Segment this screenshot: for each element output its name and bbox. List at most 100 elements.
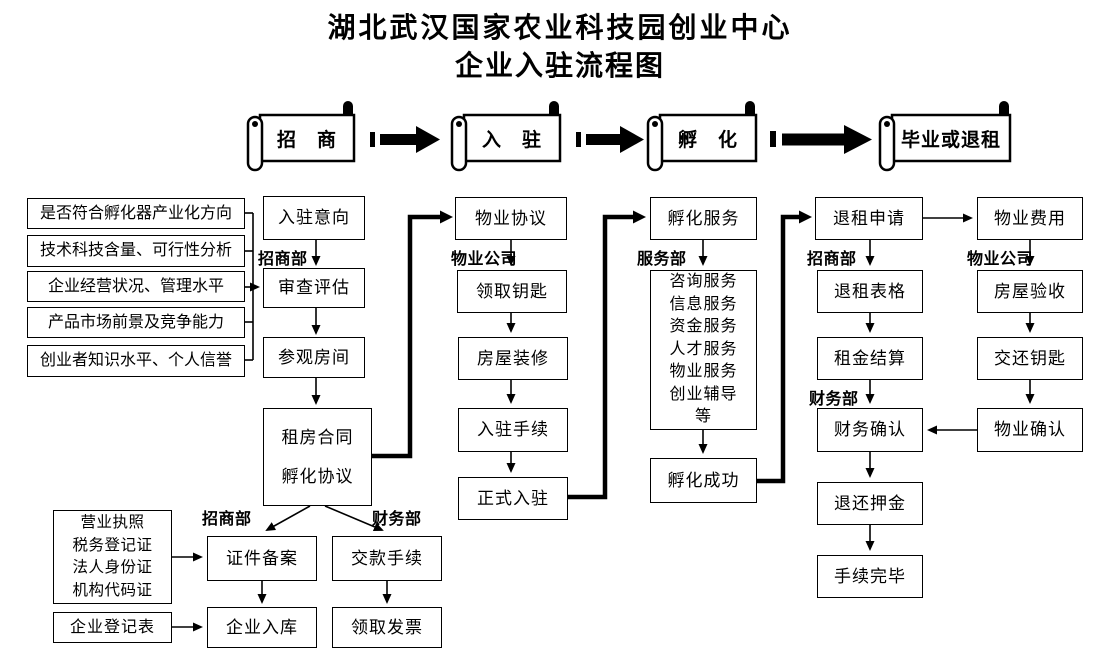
node-review-assess: 审查评估 [263,268,365,308]
dept-label-recruit-refund: 招商部 [807,251,857,268]
node-label: 资金服务 [669,318,738,336]
banner-arrow-3 [770,125,872,154]
scroll-shape-icon [450,101,562,172]
banner-recruitment: 招 商 [246,100,356,172]
node-label: 物业服务 [669,363,738,381]
node-label: 孵化协议 [281,466,354,486]
scroll-shape-icon [646,101,758,172]
node-deposit-return: 退还押金 [817,482,923,525]
banner-graduate-refund-label: 毕业或退租 [900,129,1001,151]
node-label: 法人身份证 [72,559,153,576]
node-label: 房屋装修 [477,348,549,368]
node-label: 领取钥匙 [476,281,548,301]
node-get-invoice: 领取发票 [332,607,442,648]
node-label: 信息服务 [669,295,738,313]
dept-label-finance-refund: 财务部 [809,391,859,408]
node-label: 入驻手续 [477,420,549,440]
dept-label-service-dept: 服务部 [637,251,687,268]
dept-label-recruit-top: 招商部 [258,251,308,268]
node-services-list: 咨询服务 信息服务 资金服务 人才服务 物业服务 创业辅导 等 [650,270,757,430]
banner-incubation-label: 孵 化 [677,129,738,151]
node-checkin-procedure: 入驻手续 [458,408,568,452]
node-label: 参观房间 [278,347,350,367]
node-label: 孵化服务 [667,208,740,228]
node-label: 交款手续 [351,548,423,568]
node-label: 人才服务 [669,340,738,358]
node-procedure-complete: 手续完毕 [817,555,923,598]
banner-incubation: 孵 化 [646,100,758,172]
scroll-shape-icon [246,101,356,172]
node-property-fee: 物业费用 [977,197,1083,240]
criteria-label: 产品市场前景及竞争能力 [47,313,224,331]
node-label: 证件备案 [226,548,298,568]
node-property-agreement: 物业协议 [455,197,567,240]
node-company-entry: 企业入库 [207,607,317,648]
dept-label-property-refund: 物业公司 [967,251,1034,268]
dept-label-recruit-bottom: 招商部 [202,511,252,528]
criteria-box-2: 技术科技含量、可行性分析 [27,235,245,267]
dept-label-finance-bottom: 财务部 [372,511,422,528]
node-label: 企业登记表 [69,618,155,636]
node-refund-form: 退租表格 [817,270,923,313]
node-label: 等 [694,408,712,426]
node-label: 租房合同 [281,427,354,447]
scroll-shape-icon [878,101,1012,172]
node-rent-settlement: 租金结算 [817,337,923,380]
criteria-box-3: 企业经营状况、管理水平 [27,271,245,302]
node-label: 退租表格 [834,281,906,301]
node-get-keys: 领取钥匙 [457,270,567,313]
node-label: 企业入库 [226,617,298,637]
node-label: 机构代码证 [72,581,153,599]
node-label: 手续完毕 [834,566,906,586]
node-official-checkin: 正式入驻 [458,477,568,520]
node-label: 税务登记证 [72,536,153,554]
node-label: 物业确认 [994,420,1066,440]
node-incubation-service: 孵化服务 [650,197,757,240]
node-label: 孵化成功 [667,470,740,490]
banner-checkin: 入 驻 [450,100,562,172]
node-label: 入驻意向 [278,208,350,228]
node-registration-form: 企业登记表 [53,612,172,643]
node-incubation-success: 孵化成功 [650,458,757,503]
banner-arrow-1 [370,126,440,153]
node-label: 财务确认 [834,420,906,440]
node-return-keys: 交还钥匙 [977,337,1083,380]
node-entry-intent: 入驻意向 [263,196,365,240]
criteria-box-5: 创业者知识水平、个人信誉 [27,345,245,377]
node-label: 营业执照 [80,514,145,531]
criteria-label: 创业者知识水平、个人信誉 [39,352,232,369]
node-contract-agreement: 租房合同 孵化协议 [263,408,372,506]
node-refund-apply: 退租申请 [815,197,923,240]
banner-checkin-label: 入 驻 [481,129,542,151]
page-title-line2: 企业入驻流程图 [454,51,665,82]
page-title-line1: 湖北武汉国家农业科技园创业中心 [327,13,793,44]
banner-recruitment-label: 招 商 [276,129,337,151]
node-label: 创业辅导 [669,385,738,403]
criteria-label: 企业经营状况、管理水平 [47,277,224,295]
node-property-confirm: 物业确认 [977,408,1083,452]
node-label: 正式入驻 [477,488,549,508]
node-label: 租金结算 [834,348,906,368]
criteria-box-4: 产品市场前景及竞争能力 [27,307,245,338]
node-label: 房屋验收 [994,281,1066,301]
node-label: 物业协议 [475,208,547,228]
node-label: 退还押金 [834,493,906,513]
node-label: 物业费用 [994,208,1066,228]
node-label: 审查评估 [278,278,350,298]
dept-label-property-checkin: 物业公司 [451,251,518,268]
banner-graduate-refund: 毕业或退租 [878,100,1012,172]
node-finance-confirm: 财务确认 [817,408,923,452]
node-visit-rooms: 参观房间 [263,337,365,378]
node-house-inspection: 房屋验收 [977,270,1083,313]
banner-arrow-2 [576,126,644,153]
node-label: 交还钥匙 [994,348,1066,368]
node-label: 领取发票 [351,617,423,637]
node-payment-procedure: 交款手续 [332,536,442,581]
node-license-docs: 营业执照 税务登记证 法人身份证 机构代码证 [53,510,172,604]
node-label: 退租申请 [833,208,905,228]
criteria-box-1: 是否符合孵化器产业化方向 [27,198,245,229]
node-renovation: 房屋装修 [458,337,568,380]
node-label: 咨询服务 [669,273,738,291]
